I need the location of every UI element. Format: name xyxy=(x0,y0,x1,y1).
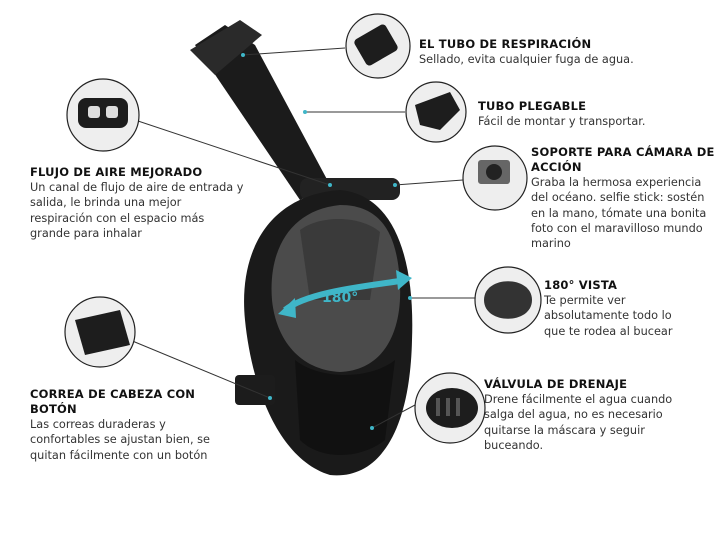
callout-camera-mount: SOPORTE PARA CÁMARA DE ACCIÓN Graba la h… xyxy=(531,145,719,251)
callout-text: Un canal de flujo de aire de entrada y s… xyxy=(30,181,244,240)
callout-title: SOPORTE PARA CÁMARA DE ACCIÓN xyxy=(531,145,715,174)
callout-title: FLUJO DE AIRE MEJORADO xyxy=(30,165,203,179)
callout-title: TUBO PLEGABLE xyxy=(478,99,587,113)
callout-title: 180° VISTA xyxy=(544,278,618,292)
callout-text: Las correas duraderas y confortables se … xyxy=(30,418,210,462)
callout-text: Sellado, evita cualquier fuga de agua. xyxy=(419,53,634,66)
callout-head-strap: CORREA DE CABEZA CON BOTÓN Las correas d… xyxy=(30,387,230,463)
callout-text: Drene fácilmente el agua cuando salga de… xyxy=(484,393,673,452)
callout-text: Fácil de montar y transportar. xyxy=(478,115,646,128)
callout-folding-tube: TUBO PLEGABLE Fácil de montar y transpor… xyxy=(478,99,718,129)
leader-lines xyxy=(129,47,475,429)
callout-breathing-tube: EL TUBO DE RESPIRACIÓN Sellado, evita cu… xyxy=(419,37,719,67)
view-badge: 180° xyxy=(322,290,358,306)
callout-title: EL TUBO DE RESPIRACIÓN xyxy=(419,37,592,51)
callout-title: VÁLVULA DE DRENAJE xyxy=(484,377,628,391)
callout-180-view: 180° VISTA Te permite ver absolutamente … xyxy=(544,278,694,339)
callout-title: CORREA DE CABEZA CON BOTÓN xyxy=(30,387,196,416)
callout-text: Graba la hermosa experiencia del océano.… xyxy=(531,176,707,251)
callout-airflow: FLUJO DE AIRE MEJORADO Un canal de flujo… xyxy=(30,165,245,241)
callout-text: Te permite ver absolutamente todo lo que… xyxy=(544,294,673,338)
callout-drain-valve: VÁLVULA DE DRENAJE Drene fácilmente el a… xyxy=(484,377,684,453)
mask-body xyxy=(235,190,413,476)
leader-dots xyxy=(241,53,412,430)
view-angle-arrow xyxy=(278,270,412,318)
